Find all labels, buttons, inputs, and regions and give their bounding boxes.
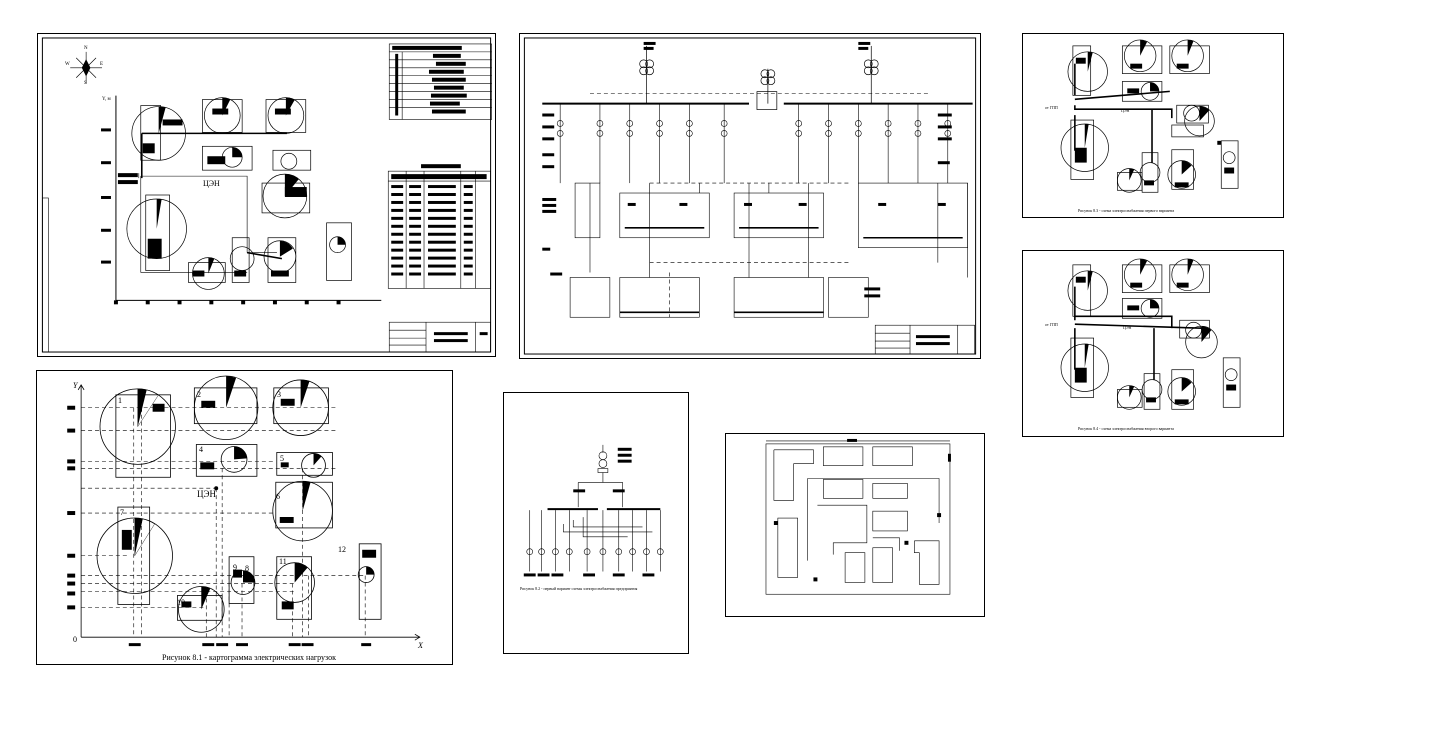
workshop-5-number: 5 [280,454,284,463]
workshop-9-number: 9 [233,563,237,572]
cartogram-drawing-graphics [41,37,492,353]
cartogram-origin-label: 0 [73,635,77,644]
compass-east-label: E [100,62,104,67]
single-line-diagram-graphics [523,37,977,355]
variant1-center-label: ЦЭН [1121,108,1130,113]
cartogram-center-label: ЦЭН [197,489,216,499]
variant1-scheme-graphics [1060,39,1239,193]
cartogram-axis-y-label: Y [73,381,78,390]
variant2-center-label: ЦЭН [1123,325,1132,330]
sheet-scheme-variant: Рисунок 8.2 - первый вариант схемы элект… [503,392,689,654]
cartogram-axis-x-label: X [418,641,423,650]
sheet-variant2-scheme: от ГПП ЦЭН Рисунок 8.4 - схема электросн… [1022,250,1284,437]
cartogram-figure-caption: Рисунок 8.1 - картограмма электрических … [162,653,337,662]
scheme-variant-graphics [523,444,664,577]
workshop-8-number: 8 [245,564,249,573]
sheet-single-line-diagram [519,33,981,359]
variant2-caption: Рисунок 8.4 - схема электроснабжения вто… [1078,426,1174,431]
sheet-site-plan [725,433,985,617]
workshop-10-number: 10 [177,598,185,607]
cartogram-figure-graphics [67,375,421,647]
workshop-4-number: 4 [199,445,203,454]
site-plan-graphics [765,438,951,595]
scheme-variant-caption: Рисунок 8.2 - первый вариант схемы элект… [520,586,638,591]
workshop-1-number: 1 [118,396,122,405]
variant1-gpp-label: от ГПП [1045,105,1058,110]
workshop-12-number: 12 [338,545,346,554]
workshop-2-number: 2 [197,390,201,399]
sheet-variant1-scheme: от ГПП ЦЭН Рисунок 8.3 - схема электросн… [1022,33,1284,218]
cartogram-drawing-y-axis: Y, м [102,97,111,102]
workshop-11-number: 11 [279,557,287,566]
compass-rose-icon [70,51,103,84]
compass-west-label: W [65,62,70,67]
variant2-scheme-graphics [1060,258,1241,410]
sheet-cartogram-figure: 1 2 3 4 5 6 7 8 9 10 11 12 ЦЭН X Y 0 Рис… [36,370,453,665]
workshop-3-number: 3 [277,390,281,399]
compass-north-label: N [84,46,88,51]
sheet-cartogram-drawing: ЦЭН N E W S Y, м [37,33,496,357]
cartogram-drawing-center-label: ЦЭН [203,179,220,188]
variant2-gpp-label: от ГПП [1045,322,1058,327]
variant1-caption: Рисунок 8.3 - схема электроснабжения пер… [1078,208,1175,213]
workshop-7-number: 7 [120,508,124,517]
workshop-6-number: 6 [276,492,280,501]
compass-south-label: S [84,81,87,86]
